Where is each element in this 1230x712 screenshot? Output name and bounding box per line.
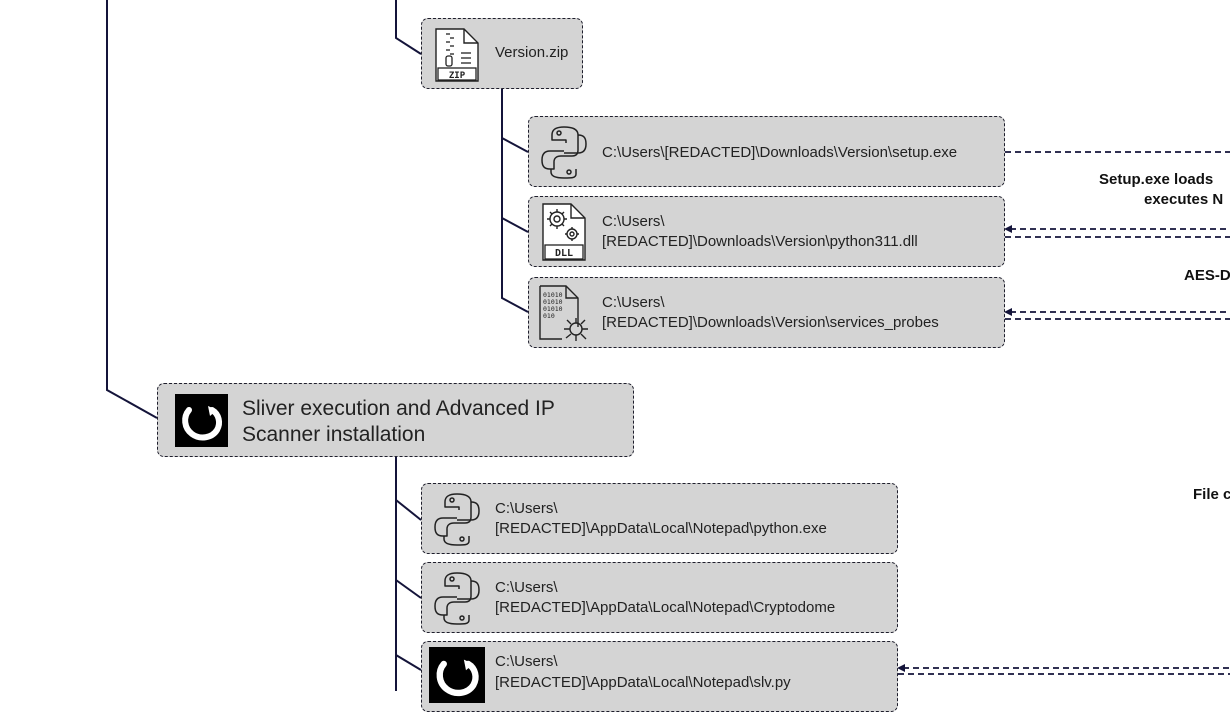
python-icon — [429, 491, 485, 552]
slv-arrowhead — [897, 664, 905, 672]
slv-py-line1: C:\Users\ — [495, 653, 558, 670]
version-zip-label: Version.zip — [495, 44, 569, 61]
version-zip-node[interactable]: ZIP Version.zip — [421, 18, 583, 89]
sliver-logo-icon — [429, 647, 485, 703]
dll-arrowhead — [1004, 225, 1012, 233]
cryptodome-line1: C:\Users\ — [495, 579, 558, 596]
python-icon — [536, 124, 592, 185]
python311-dll-line2: [REDACTED]\Downloads\Version\python311.d… — [602, 233, 918, 250]
python-exe-node[interactable]: C:\Users\ [REDACTED]\AppData\Local\Notep… — [421, 483, 898, 554]
zip-connector — [395, 0, 422, 55]
services-probes-line2: [REDACTED]\Downloads\Version\services_pr… — [602, 314, 939, 331]
cryptodome-line2: [REDACTED]\AppData\Local\Notepad\Cryptod… — [495, 599, 836, 616]
aes-annotation: AES-D — [1184, 267, 1230, 284]
trunk-to-sliver-connector — [106, 0, 158, 419]
sliver-execution-node[interactable]: Sliver execution and Advanced IP Scanner… — [157, 383, 634, 457]
python-exe-line1: C:\Users\ — [495, 500, 558, 517]
sliver-title-line2: Scanner installation — [242, 423, 426, 446]
setup-connector — [501, 88, 529, 153]
setup-exe-path: C:\Users\[REDACTED]\Downloads\Version\se… — [602, 144, 958, 161]
setup-exe-node[interactable]: C:\Users\[REDACTED]\Downloads\Version\se… — [528, 116, 1005, 187]
python-exe-connector — [395, 456, 422, 521]
slv-py-line2: [REDACTED]\AppData\Local\Notepad\slv.py — [495, 674, 791, 691]
slv-py-node[interactable]: C:\Users\ [REDACTED]\AppData\Local\Notep… — [421, 641, 898, 712]
sliver-logo-icon — [175, 394, 228, 447]
python-icon — [429, 570, 485, 631]
services-probes-line1: C:\Users\ — [602, 294, 665, 311]
file-annotation: File c — [1193, 486, 1230, 503]
connector-lines — [106, 0, 1230, 691]
svg-text:01010: 01010 — [543, 305, 563, 313]
dll-icon: DLL — [541, 203, 587, 266]
python311-dll-node[interactable]: DLL C:\Users\ [REDACTED]\Downloads\Versi… — [528, 196, 1005, 267]
svg-text:ZIP: ZIP — [449, 71, 466, 81]
svg-text:01010: 01010 — [543, 298, 563, 306]
sliver-title-line1: Sliver execution and Advanced IP — [242, 397, 555, 420]
svg-text:DLL: DLL — [555, 248, 573, 259]
cryptodome-node[interactable]: C:\Users\ [REDACTED]\AppData\Local\Notep… — [421, 562, 898, 633]
svg-text:01010: 01010 — [543, 291, 563, 299]
setup-loads-annotation: Setup.exe loads — [1099, 171, 1214, 188]
probes-arrowhead — [1004, 308, 1012, 316]
zip-icon: ZIP — [434, 28, 480, 87]
executes-annotation: executes N — [1144, 191, 1224, 208]
svg-text:010: 010 — [543, 312, 555, 320]
python-exe-line2: [REDACTED]\AppData\Local\Notepad\python.… — [495, 520, 827, 537]
python311-dll-line1: C:\Users\ — [602, 213, 665, 230]
